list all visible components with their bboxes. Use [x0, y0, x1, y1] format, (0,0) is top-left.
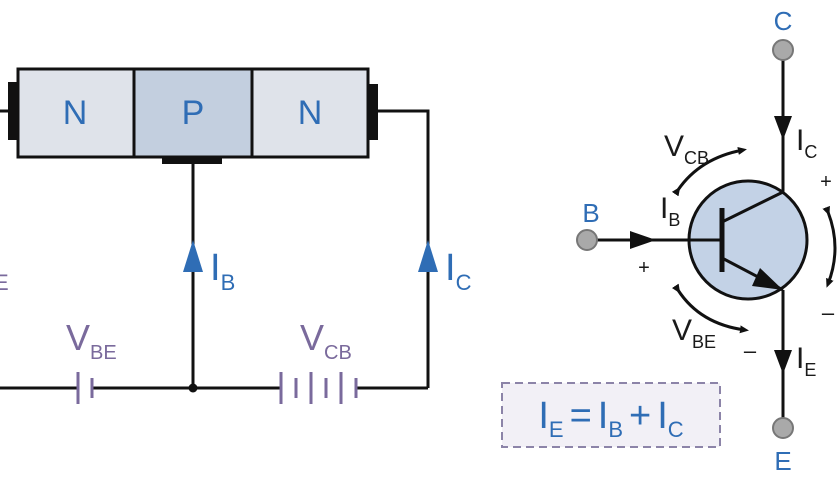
vbe-label: VBE: [66, 317, 117, 364]
formula-text: IE=IB+IC: [538, 395, 683, 442]
terminal-e-dot: [772, 417, 794, 439]
current-formula: IE=IB+IC: [501, 382, 721, 448]
vce-curved-arrow: [822, 205, 837, 288]
n-region-emitter: [16, 67, 136, 159]
base-plus-sign: +: [638, 257, 650, 279]
ic-label: IC: [796, 124, 817, 162]
vbe-curved-arrow: [671, 283, 749, 334]
junction-dot: [188, 383, 198, 393]
base-current-arrow-symbol: [630, 231, 656, 249]
cropped-label-fragment: E: [0, 270, 9, 295]
region-label-p: P: [182, 94, 205, 132]
collector-current-label: IC: [445, 247, 472, 295]
base-contact: [162, 156, 222, 164]
collector-current-arrow: [418, 240, 438, 272]
left-terminal-cap: [8, 82, 18, 140]
emitter-arrow: [752, 268, 783, 290]
emitter-current-arrow-symbol: [774, 350, 792, 374]
region-label-n-left: N: [63, 94, 88, 132]
vcb-label: VCB: [300, 317, 352, 364]
collector-wire: [378, 109, 430, 388]
transistor-symbol: C IC B IB + E IE – VCB VBE + –: [576, 6, 837, 476]
right-terminal-cap: [368, 84, 378, 140]
right-plus-sign: +: [820, 171, 832, 193]
ib-label: IB: [660, 192, 680, 230]
terminal-b-dot: [576, 229, 598, 251]
internal-collector: [721, 190, 784, 224]
base-current-label: IB: [210, 247, 235, 295]
ie-label: IE: [796, 342, 816, 380]
formula-box: [501, 382, 721, 448]
left-circuit: N P N IB IC VBE VCB E: [0, 67, 472, 404]
terminal-e-label: E: [774, 446, 791, 476]
collector-current-arrow-symbol: [774, 116, 792, 140]
terminal-b-label: B: [582, 198, 599, 228]
vcb-symbol-label: VCB: [664, 130, 709, 168]
base-current-arrow: [183, 240, 203, 272]
region-label-n-right: N: [298, 94, 323, 132]
vcb-curved-arrow: [671, 146, 747, 197]
right-minus-sign: –: [822, 300, 835, 325]
terminal-c-label: C: [774, 6, 793, 36]
emitter-minus-sign: –: [744, 338, 757, 363]
terminal-c-dot: [772, 39, 794, 61]
vbe-symbol-label: VBE: [672, 314, 716, 352]
